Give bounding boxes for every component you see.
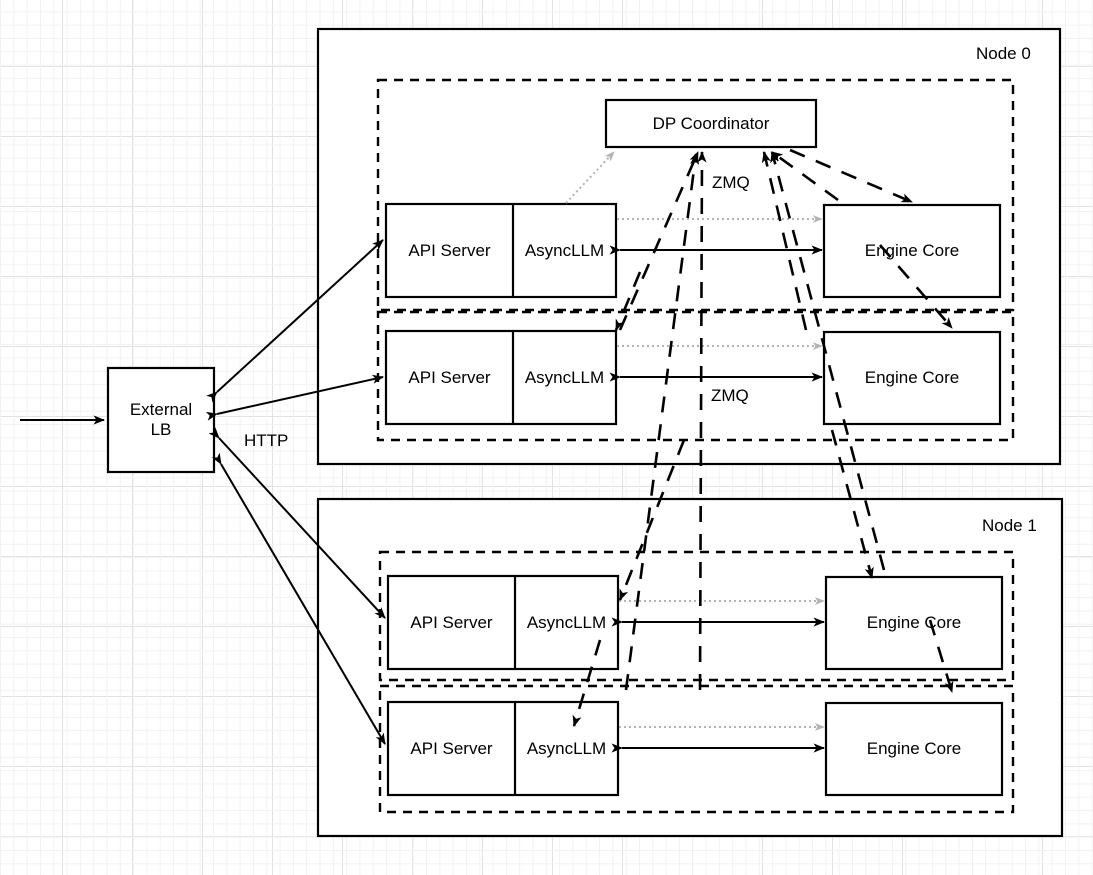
n1g1-engine-to-coordinator-dashed-arrow bbox=[697, 151, 707, 691]
coordinator-to-n0g1-asyncllm-dashed-arrow bbox=[614, 271, 642, 331]
n0g1-zmq-label: ZMQ bbox=[711, 386, 749, 405]
node-0-label: Node 0 bbox=[976, 44, 1031, 63]
n1g1-enginecore-box[interactable] bbox=[824, 701, 1004, 797]
n0g0-enginecore-box[interactable] bbox=[822, 203, 1002, 299]
lb-to-n1g1-api-arrow bbox=[211, 452, 386, 745]
coordinator-to-n1g0-engine-dashed-arrow bbox=[830, 429, 874, 579]
n0g1-engine-to-coordinator-dashed-arrow bbox=[761, 151, 808, 331]
coordinator-to-n1g0-asyncllm-dashed-arrow bbox=[618, 439, 686, 601]
external-lb-line2: LB bbox=[150, 420, 172, 439]
dp-coordinator-label: DP Coordinator bbox=[652, 113, 770, 133]
n0g1-apiserver-asyncllm-box[interactable] bbox=[384, 329, 618, 426]
n0g0-asyncllm-to-coordinator-gray-dotted-arrow bbox=[565, 151, 615, 204]
n0g1-asyncllm-to-coordinator-dashed-arrow bbox=[618, 151, 700, 331]
n0g0-api-server-label: API Server bbox=[408, 240, 491, 260]
node-1-label: Node 1 bbox=[982, 516, 1037, 535]
http-label: HTTP bbox=[244, 431, 289, 450]
n0g0-asyncllm-label: AsyncLLM bbox=[524, 240, 605, 260]
n1g1-engine-core-label: Engine Core bbox=[866, 739, 962, 758]
n0g1-api-server-label: API Server bbox=[408, 367, 491, 387]
dp-coordinator-box[interactable] bbox=[604, 98, 818, 149]
n1g0-api-server-label: API Server bbox=[410, 612, 493, 632]
n1g0-engine-core-label: Engine Core bbox=[866, 613, 962, 632]
n1g0-apiserver-asyncllm-box[interactable] bbox=[386, 574, 620, 671]
n0g1-engine-core-label: Engine Core bbox=[864, 368, 960, 387]
n0g0-engine-to-coordinator-dashed-arrow bbox=[771, 150, 839, 202]
n1g1-asyncllm-label: AsyncLLM bbox=[526, 738, 607, 758]
lb-to-n0g0-api-arrow bbox=[206, 239, 384, 403]
n1g1-api-server-label: API Server bbox=[410, 738, 493, 758]
coordinator-to-n1g1-asyncllm-dashed-arrow bbox=[572, 639, 602, 727]
node-1-group-1-dashed bbox=[378, 684, 1015, 814]
n1g0-asyncllm-label: AsyncLLM bbox=[526, 612, 607, 632]
n0g0-apiserver-asyncllm-box[interactable] bbox=[384, 202, 618, 299]
coordinator-zmq-label: ZMQ bbox=[712, 173, 750, 192]
coordinator-to-n1g1-engine-dashed-arrow bbox=[928, 619, 954, 693]
external-lb-line1: External bbox=[129, 400, 193, 419]
n0g1-enginecore-box[interactable] bbox=[822, 330, 1002, 426]
n0g0-engine-core-label: Engine Core bbox=[864, 241, 960, 260]
external-lb-label: External LB bbox=[108, 368, 214, 472]
n0g1-asyncllm-label: AsyncLLM bbox=[524, 367, 605, 387]
lb-to-n0g1-api-arrow bbox=[205, 374, 384, 421]
coordinator-to-n0g1-engine-dashed-arrow bbox=[879, 244, 953, 329]
n1g0-enginecore-box[interactable] bbox=[824, 575, 1004, 671]
n1g0-asyncllm-to-coordinator-dashed-arrow bbox=[624, 153, 700, 691]
coordinator-to-n0g0-engine-dashed-arrow bbox=[789, 148, 913, 204]
